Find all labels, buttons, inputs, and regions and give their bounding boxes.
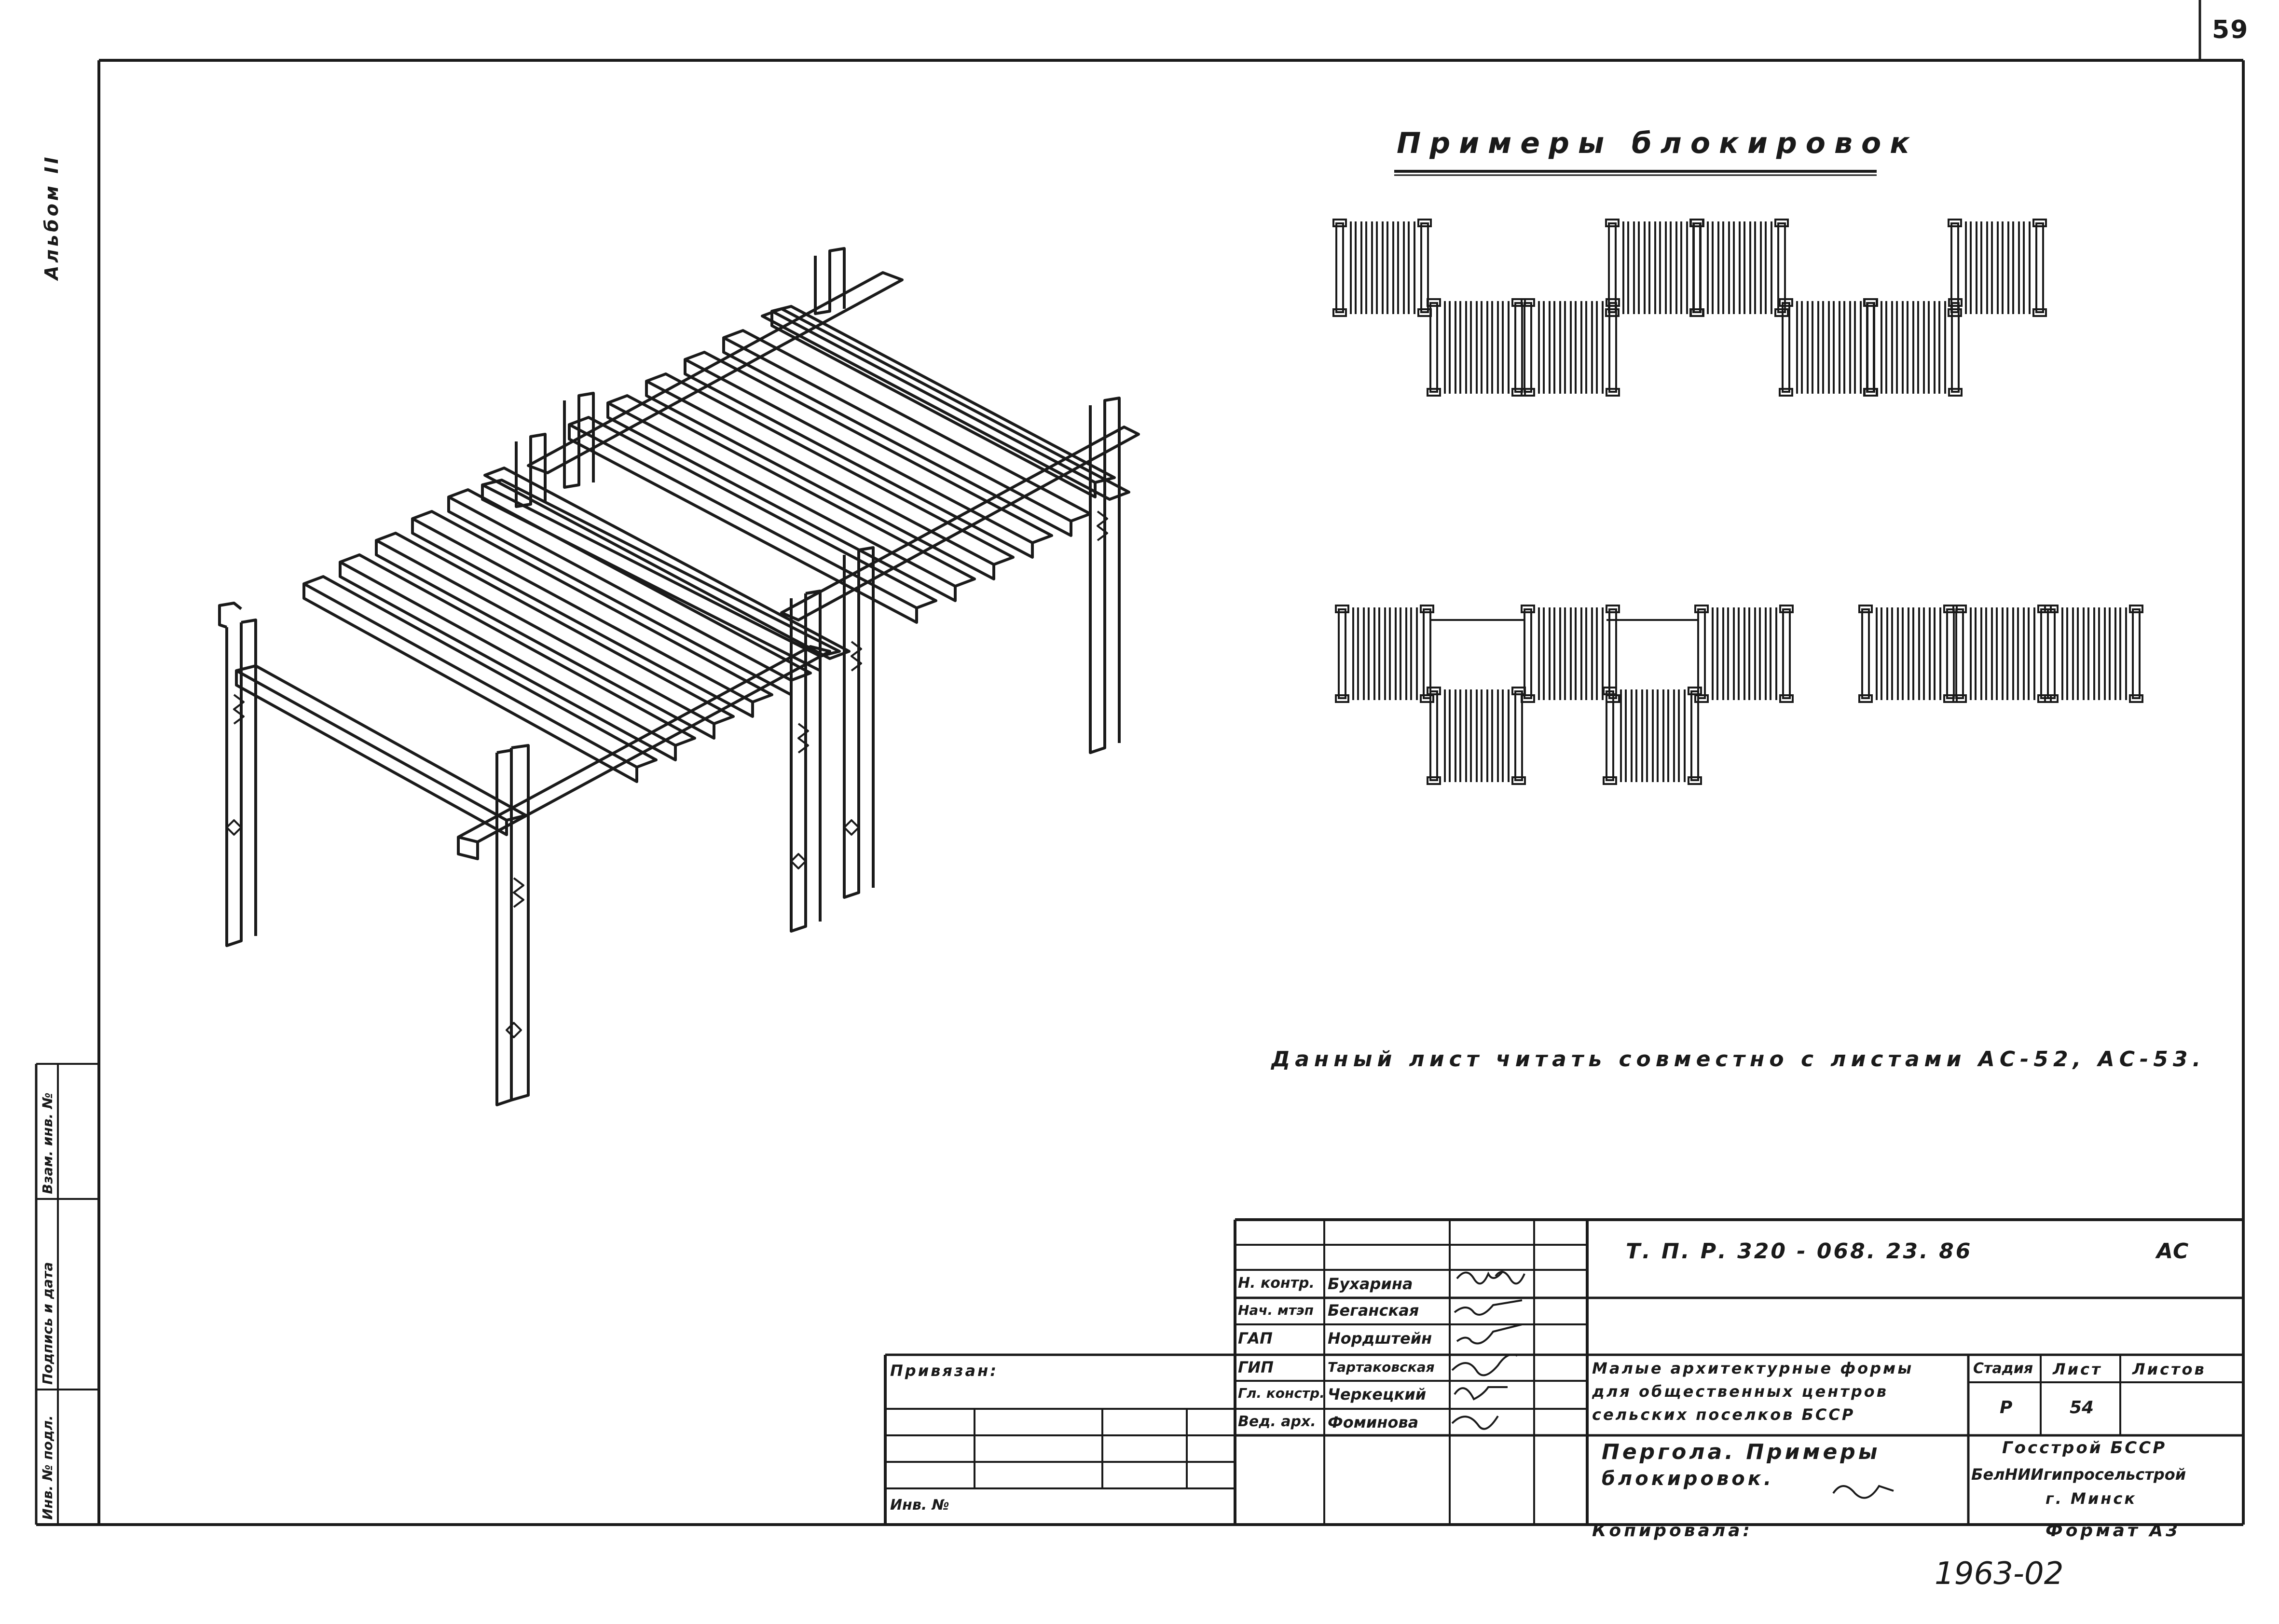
copied-label: Копировала:: [1592, 1521, 1753, 1541]
name-2: Нордштейн: [1328, 1329, 1432, 1348]
inv-no-label: Инв. №: [890, 1497, 949, 1514]
page-number: 59: [2212, 15, 2249, 44]
role-3: ГИП: [1238, 1358, 1274, 1376]
name-5: Фоминова: [1328, 1413, 1419, 1431]
role-4: Гл. констр.: [1238, 1385, 1325, 1401]
name-3: Тартаковская: [1328, 1359, 1435, 1375]
role-2: ГАП: [1238, 1329, 1273, 1348]
archive-number: 1963-02: [1935, 1556, 2064, 1592]
sheet-label: Лист: [2053, 1360, 2102, 1378]
sheets-label: Листов: [2132, 1360, 2206, 1378]
project-title-line-2: для общественных центров: [1592, 1382, 1888, 1401]
stamp-inv-podl: Инв. № подл.: [40, 1415, 55, 1520]
blocking-plan-diagrams: [1332, 219, 2143, 785]
stamp-vzam-inv: Взам. инв. №: [40, 1092, 55, 1194]
doc-mark: АС: [2156, 1239, 2189, 1264]
title-block-grid: [884, 1218, 2243, 1525]
name-0: Бухарина: [1328, 1275, 1413, 1293]
sheet-title-line-1: Пергола. Примеры: [1602, 1440, 1881, 1464]
stage-value: Р: [2000, 1398, 2013, 1418]
role-1: Нач. мтэп: [1238, 1302, 1314, 1318]
role-0: Н. контр.: [1238, 1275, 1315, 1292]
sheet-title-line-2: блокировок.: [1602, 1468, 1774, 1490]
doc-code: Т. П. Р. 320 - 068. 23. 86: [1626, 1239, 1973, 1264]
project-title-line-1: Малые архитектурные формы: [1592, 1359, 1914, 1377]
privyazan-label: Привязан:: [890, 1362, 998, 1380]
album-label: Альбом II: [41, 154, 62, 280]
reading-note: Данный лист читать совместно с листами А…: [1271, 1047, 2206, 1072]
role-5: Вед. арх.: [1238, 1413, 1316, 1430]
org-line-2: БелНИИгипросельстрой: [1971, 1465, 2186, 1484]
org-line-3: г. Минск: [2046, 1489, 2137, 1508]
sheet-value: 54: [2070, 1398, 2094, 1418]
stamp-podpis-data: Подпись и дата: [40, 1262, 55, 1385]
signatures: [1451, 1270, 1894, 1499]
name-4: Черкецкий: [1328, 1385, 1427, 1404]
org-line-1: Госстрой БССР: [2002, 1438, 2167, 1458]
section-title: Примеры блокировок: [1397, 126, 1918, 160]
stage-label: Стадия: [1973, 1360, 2033, 1377]
format-label: Формат А3: [2046, 1521, 2181, 1541]
project-title-line-3: сельских поселков БССР: [1592, 1405, 1855, 1424]
name-1: Беганская: [1328, 1301, 1419, 1320]
pergola-isometric-drawing: [218, 247, 1140, 1106]
